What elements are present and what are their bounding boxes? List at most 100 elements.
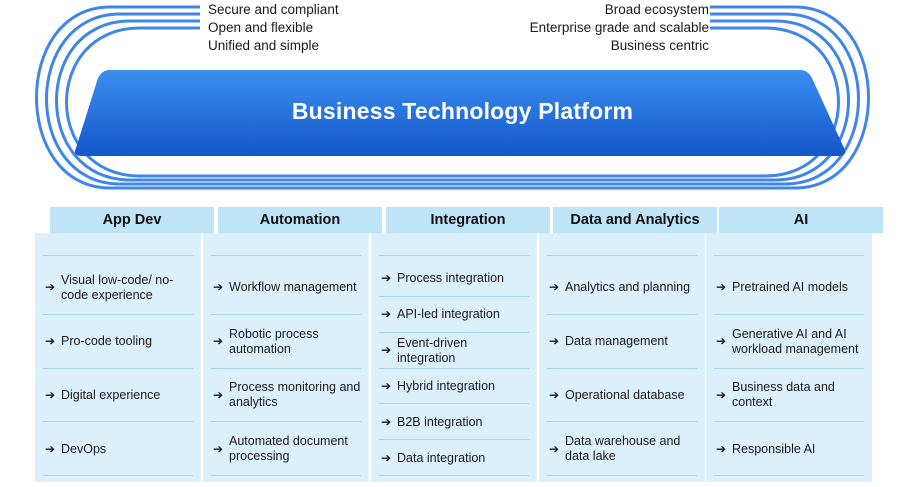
item-divider — [379, 331, 529, 333]
capability-item-label: Robotic process automation — [229, 326, 319, 356]
column-header: Automation — [218, 207, 382, 233]
item-divider — [379, 475, 529, 476]
capability-item: ➔DevOps — [43, 422, 193, 476]
item-divider — [211, 475, 361, 476]
capability-item: ➔ Data management — [547, 315, 697, 369]
capability-item: ➔ B2B integration — [379, 404, 529, 440]
item-divider — [714, 475, 864, 476]
capability-item-label: Workflow management — [229, 280, 357, 295]
capability-item: ➔ Hybrid integration — [379, 369, 529, 405]
item-divider — [379, 295, 529, 297]
capability-item-label: API-led integration — [397, 307, 500, 322]
capability-item: ➔ Digital experience — [43, 369, 193, 423]
capability-item: ➔ Automated document processing — [211, 422, 361, 476]
arrow-right-icon: ➔ — [716, 280, 727, 295]
column-body: ➔ Pretrained AI models ➔ Generative AI and … — [706, 233, 872, 482]
capability-item-label: Data integration — [397, 450, 486, 465]
item-divider — [714, 255, 864, 256]
capability-item-label: Data management — [565, 334, 668, 349]
arrow-right-icon: ➔ — [381, 414, 392, 429]
platform-ring — [55, 19, 850, 182]
item-divider — [379, 367, 529, 369]
arrow-right-icon: ➔ — [716, 334, 727, 349]
capability-item: ➔Analytics and planning — [547, 261, 697, 315]
arrow-right-icon: ➔ — [549, 334, 560, 349]
arrow-right-icon: ➔ — [213, 387, 224, 402]
arrow-right-icon: ➔ — [45, 387, 56, 402]
capability-item: ➔Robotic process automation — [211, 315, 361, 369]
capability-item-label: Responsible AI — [732, 441, 816, 456]
platform-ring — [35, 5, 870, 190]
capability-item: ➔ API-led integration — [379, 297, 529, 333]
arrow-right-icon: ➔ — [213, 441, 224, 456]
item-divider — [547, 421, 697, 423]
item-divider — [379, 439, 529, 441]
capability-item-label: Pretrained AI models — [732, 280, 849, 295]
capability-item: ➔ Business data and context — [714, 369, 864, 423]
capability-item-label: Generative AI and AI workload management — [732, 326, 859, 356]
item-divider — [714, 313, 864, 315]
trait-label: Unified and simple — [208, 38, 320, 53]
arrow-right-icon: ➔ — [45, 280, 56, 295]
capability-item-label: Process integration — [397, 271, 505, 286]
item-divider — [714, 367, 864, 369]
capability-item: ➔ Pretrained AI models — [714, 261, 864, 315]
capability-item: ➔Event-driven integration — [379, 333, 529, 369]
platform-title: Business Technology Platform — [291, 97, 634, 124]
platform-ring — [45, 12, 860, 186]
capability-item: ➔Workflow management — [211, 261, 361, 315]
capability-item-label: Business data and context — [732, 380, 835, 410]
capability-item: ➔ Process monitoring and analytics — [211, 369, 361, 423]
capability-item-label: Operational database — [565, 387, 685, 402]
capability-item-label: Data warehouse and data lake — [565, 434, 681, 464]
trait-label: Open and flexible — [208, 20, 314, 35]
trait-label: Secure and compliant — [208, 2, 339, 17]
item-divider — [211, 313, 361, 315]
capability-item-label: Visual low-code/ no-code experience — [61, 272, 174, 302]
capability-item-label: Automated document processing — [229, 434, 348, 464]
item-divider — [211, 255, 361, 256]
column-body: ➔Analytics and planning➔Data management➔… — [539, 233, 705, 482]
item-divider — [211, 367, 361, 369]
item-divider — [43, 421, 193, 423]
arrow-right-icon: ➔ — [549, 280, 560, 295]
arrow-right-icon: ➔ — [45, 334, 56, 349]
item-divider — [714, 421, 864, 423]
platform-band — [74, 70, 846, 156]
item-divider — [379, 403, 529, 405]
capability-item: ➔ Data warehouse and data lake — [547, 422, 697, 476]
column-header: App Dev — [50, 207, 214, 233]
arrow-right-icon: ➔ — [381, 378, 392, 393]
capability-item: ➔ Visual low-code/ no-code experience — [43, 261, 193, 315]
capability-item-label: Hybrid integration — [397, 378, 495, 393]
item-divider — [43, 367, 193, 369]
capability-item: ➔ Generative AI and AI workload managemen… — [714, 315, 864, 369]
item-divider — [547, 475, 697, 476]
column-body: ➔ Process integration ➔ API-led integration… — [371, 233, 537, 482]
trait-label: Broad ecosystem — [604, 2, 709, 17]
item-divider — [211, 421, 361, 423]
arrow-right-icon: ➔ — [716, 387, 727, 402]
capability-item-label: DevOps — [61, 441, 107, 456]
item-divider — [43, 313, 193, 315]
capability-item-label: B2B integration — [397, 414, 483, 429]
arrow-right-icon: ➔ — [381, 450, 392, 465]
capability-item-label: Digital experience — [61, 387, 161, 402]
arrow-right-icon: ➔ — [381, 271, 392, 286]
arrow-right-icon: ➔ — [549, 441, 560, 456]
arrow-right-icon: ➔ — [381, 307, 392, 322]
item-divider — [379, 255, 529, 256]
capability-item-label: Process monitoring and analytics — [229, 380, 361, 410]
item-divider — [43, 475, 193, 476]
arrow-right-icon: ➔ — [549, 387, 560, 402]
platform-ring — [65, 26, 840, 178]
trait-label: Enterprise grade and scalable — [529, 20, 709, 35]
item-divider — [547, 255, 697, 256]
arrow-right-icon: ➔ — [381, 343, 392, 358]
column-body: ➔Workflow management➔Robotic process aut… — [203, 233, 369, 482]
column-header: Data and Analytics — [553, 207, 717, 233]
item-divider — [547, 367, 697, 369]
